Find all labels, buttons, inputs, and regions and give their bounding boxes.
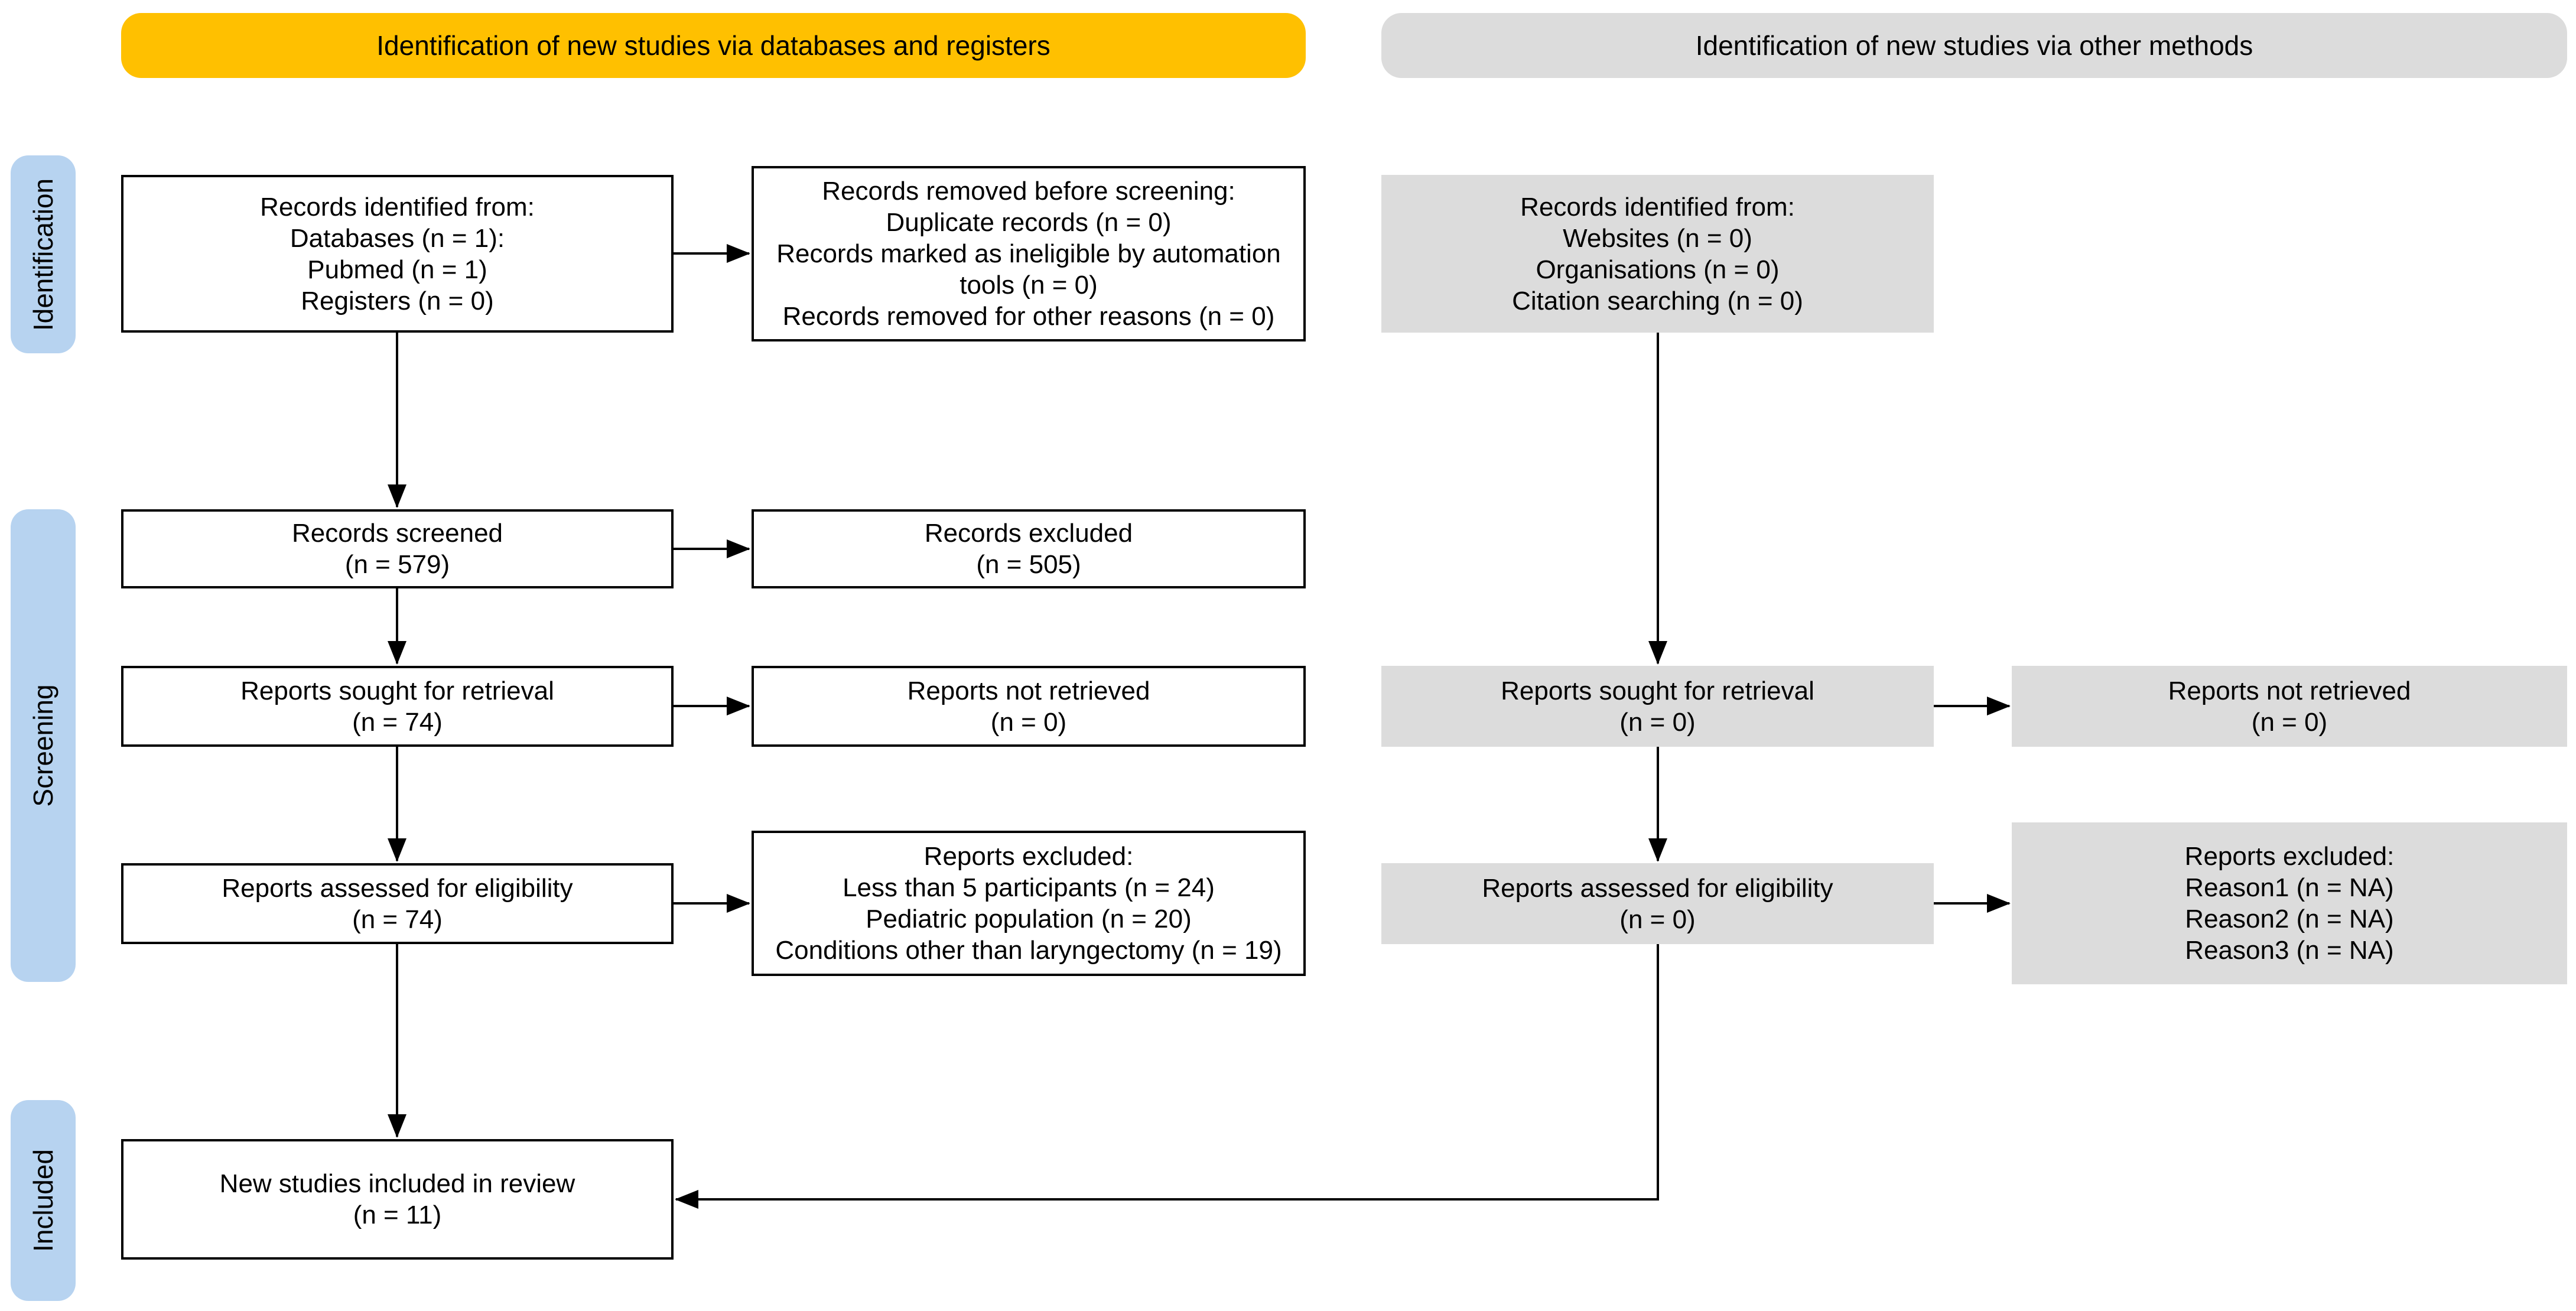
header-other-methods: Identification of new studies via other … [1381, 13, 2567, 78]
box-line: Registers (n = 0) [301, 286, 494, 315]
box-line: Reports assessed for eligibility [222, 873, 573, 903]
box-line: Less than 5 participants (n = 24) [843, 873, 1215, 902]
box-line: Reports assessed for eligibility [1482, 873, 1833, 903]
box-line: (n = 0) [990, 707, 1067, 737]
header-other-methods-label: Identification of new studies via other … [1695, 30, 2253, 61]
reports-not-retrieved-box: Reports not retrieved (n = 0) [752, 666, 1306, 747]
box-line: Reports sought for retrieval [240, 676, 554, 705]
box-line: Reason2 (n = NA) [2185, 905, 2394, 933]
box-line: New studies included in review [219, 1169, 575, 1198]
studies-included-box: New studies included in review (n = 11) [121, 1139, 674, 1260]
records-excluded-box: Records excluded (n = 505) [752, 509, 1306, 588]
box-line: Records removed before screening: [822, 177, 1235, 206]
reports-excluded-box: Reports excluded: Less than 5 participan… [752, 831, 1306, 976]
box-line: (n = 0) [1619, 707, 1696, 737]
box-line: Duplicate records (n = 0) [886, 208, 1172, 237]
phase-screening: Screening [11, 509, 76, 982]
other-reports-assessed-box: Reports assessed for eligibility (n = 0) [1381, 863, 1934, 944]
box-line: (n = 11) [353, 1201, 442, 1229]
arrow-other-to-included [675, 944, 1659, 1209]
box-line: Citation searching (n = 0) [1512, 286, 1803, 315]
box-line: Records identified from: [1520, 192, 1795, 222]
reports-assessed-box: Reports assessed for eligibility (n = 74… [121, 863, 674, 944]
box-line: Reason3 (n = NA) [2185, 936, 2394, 965]
phase-included: Included [11, 1100, 76, 1301]
box-line: Pediatric population (n = 20) [866, 905, 1192, 933]
header-databases: Identification of new studies via databa… [121, 13, 1306, 78]
box-line: (n = 579) [344, 550, 450, 579]
other-reports-excluded-box: Reports excluded: Reason1 (n = NA) Reaso… [2012, 822, 2567, 984]
box-line: Pubmed (n = 1) [307, 255, 487, 284]
box-line: Records removed for other reasons (n = 0… [782, 302, 1275, 331]
box-line: Records excluded [924, 519, 1133, 548]
box-line: Databases (n = 1): [290, 223, 505, 253]
box-line: (n = 74) [352, 707, 443, 737]
records-removed-box: Records removed before screening: Duplic… [752, 166, 1306, 341]
box-line: (n = 0) [1619, 905, 1696, 934]
box-line: Reports excluded: [2184, 842, 2395, 871]
records-identified-other-box: Records identified from: Websites (n = 0… [1381, 175, 1934, 333]
box-line: Records identified from: [260, 192, 535, 222]
box-line: Organisations (n = 0) [1536, 255, 1780, 284]
header-databases-label: Identification of new studies via databa… [376, 30, 1050, 61]
box-line: Websites (n = 0) [1563, 223, 1752, 253]
box-line: (n = 0) [2251, 707, 2328, 737]
box-line: Reports not retrieved [2168, 676, 2411, 705]
records-screened-box: Records screened (n = 579) [121, 509, 674, 588]
box-line: Records marked as ineligible by automati… [776, 239, 1281, 268]
other-reports-not-retrieved-box: Reports not retrieved (n = 0) [2012, 666, 2567, 747]
phase-identification: Identification [11, 155, 76, 353]
box-line: Reports sought for retrieval [1501, 676, 1814, 705]
reports-sought-box: Reports sought for retrieval (n = 74) [121, 666, 674, 747]
box-line: (n = 74) [352, 905, 443, 934]
records-identified-databases-box: Records identified from: Databases (n = … [121, 175, 674, 333]
box-line: Records screened [291, 519, 503, 548]
box-line: Reports excluded: [923, 842, 1134, 871]
box-line: tools (n = 0) [960, 271, 1098, 300]
box-line: Reports not retrieved [907, 676, 1150, 705]
box-line: (n = 505) [976, 550, 1081, 579]
box-line: Conditions other than laryngectomy (n = … [775, 936, 1282, 965]
box-line: Reason1 (n = NA) [2185, 873, 2394, 902]
other-reports-sought-box: Reports sought for retrieval (n = 0) [1381, 666, 1934, 747]
